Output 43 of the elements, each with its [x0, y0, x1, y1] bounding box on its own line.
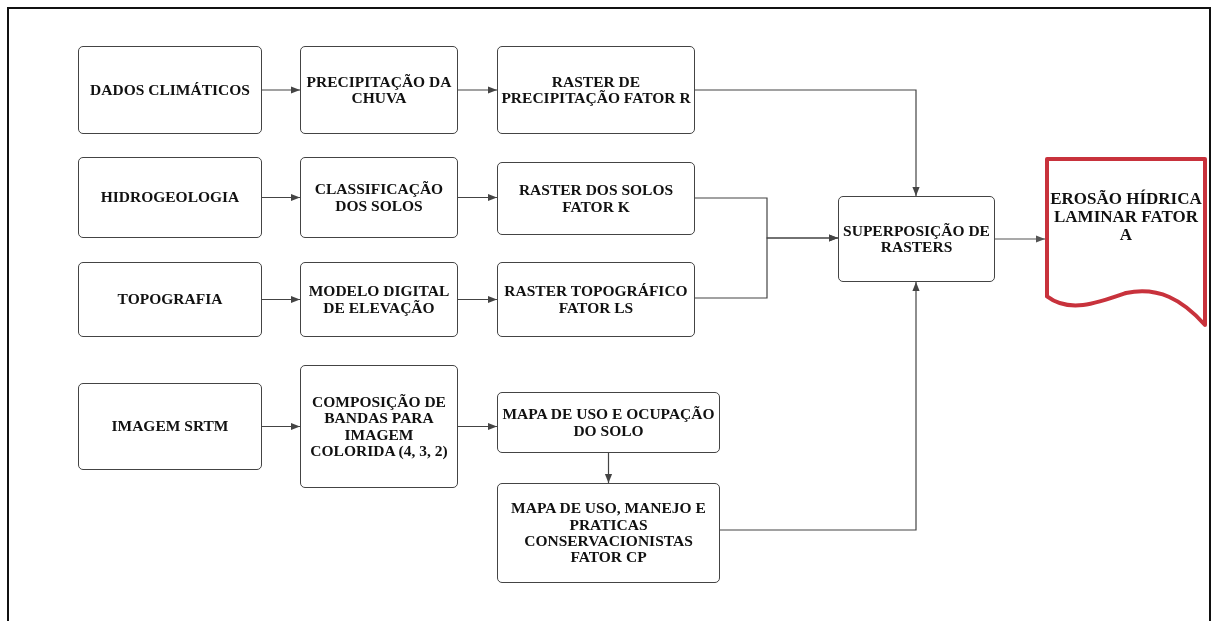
node-label: RASTER DE PRECIPITAÇÃO FATOR R	[500, 73, 692, 107]
process-box	[497, 46, 695, 134]
node-label: PRECIPITAÇÃO DA CHUVA	[305, 73, 453, 107]
node-label: MODELO DIGITAL DE ELEVAÇÃO	[307, 283, 451, 316]
arrow	[719, 281, 920, 531]
node-label: TOPOGRAFIA	[116, 291, 224, 308]
arrow	[457, 295, 498, 304]
process-box	[78, 46, 262, 134]
process-box	[497, 162, 695, 235]
arrow	[261, 422, 301, 431]
process-box	[300, 262, 458, 337]
arrow	[457, 193, 498, 202]
node-label: RASTER TOPOGRÁFICO FATOR LS	[503, 283, 689, 316]
node-label: RASTER DOS SOLOS FATOR K	[517, 182, 675, 215]
arrow	[261, 295, 301, 304]
arrow	[994, 235, 1046, 243]
arrow	[694, 89, 920, 197]
node-label: COMPOSIÇÃO DE BANDAS PARA IMAGEM COLORIDA (4, 3, 2)	[309, 393, 449, 460]
process-box	[497, 262, 695, 337]
node-label: CLASSIFICAÇÃO DOS SOLOS	[313, 181, 445, 214]
process-box	[78, 383, 262, 470]
process-box	[838, 196, 995, 282]
node-label: DADOS CLIMÁTICOS	[89, 81, 251, 99]
node-label: MAPA DE USO E OCUPAÇÃO DO SOLO	[501, 406, 716, 439]
process-box	[78, 262, 262, 337]
node-label: IMAGEM SRTM	[110, 418, 230, 435]
document-shape	[1045, 157, 1207, 327]
process-box	[497, 483, 720, 583]
arrow	[261, 86, 301, 94]
arrow	[694, 234, 839, 299]
node-label: EROSÃO HÍDRICA LAMINAR FATOR A	[1049, 190, 1203, 244]
process-box	[300, 46, 458, 134]
process-box	[497, 392, 720, 453]
node-label: SUPERPOSIÇÃO DE RASTERS	[842, 222, 991, 256]
process-box	[78, 157, 262, 238]
arrow	[604, 452, 613, 484]
process-box	[300, 365, 458, 488]
node-label: HIDROGEOLOGIA	[99, 189, 241, 206]
arrow	[457, 422, 498, 431]
process-box	[300, 157, 458, 238]
node-label: MAPA DE USO, MANEJO E PRATICAS CONSERVACIONISTAS FATOR CP	[510, 500, 707, 566]
arrow	[261, 193, 301, 202]
arrow	[457, 86, 498, 94]
